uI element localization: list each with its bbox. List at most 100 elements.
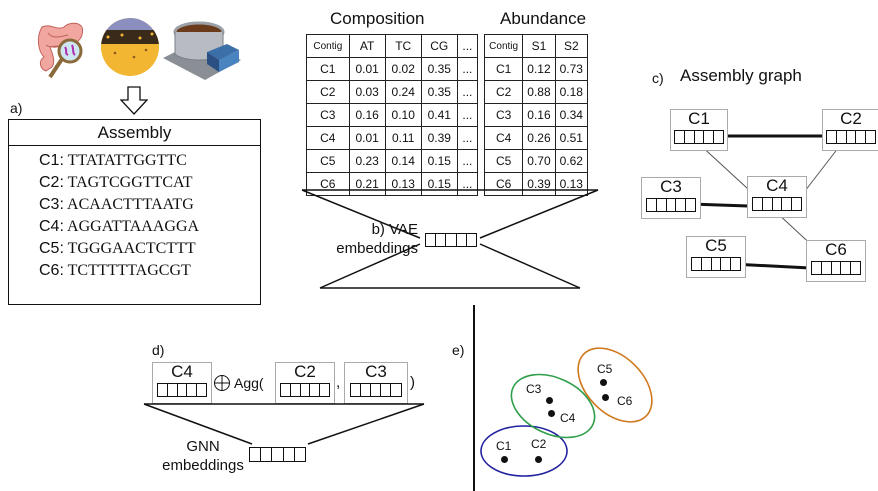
table-cell: C5 bbox=[306, 149, 350, 173]
contig-row: C2: TAGTCGGTTCAT bbox=[39, 172, 199, 194]
node-label: C4 bbox=[171, 362, 193, 381]
table-cell: 0.15 bbox=[420, 149, 458, 173]
cluster-c3-c4 bbox=[510, 373, 596, 439]
contig-row: C3: ACAACTTTAATG bbox=[39, 194, 199, 216]
embedding-vector bbox=[691, 257, 741, 271]
gnn-node-c4: C4 bbox=[152, 362, 212, 404]
table-cell: 0.03 bbox=[348, 80, 386, 104]
contig-name: C6: bbox=[39, 262, 64, 279]
graph-node-c6: C6 bbox=[806, 240, 866, 282]
gnn-caption-line2: embeddings bbox=[162, 457, 244, 474]
vae-caption-line2: embeddings bbox=[336, 240, 418, 257]
assembly-box: Assembly C1: TTATATTGGTTC C2: TAGTCGGTTC… bbox=[8, 119, 261, 305]
table-cell: ... bbox=[456, 80, 479, 104]
panel-divider bbox=[473, 305, 475, 491]
assembly-title: Assembly bbox=[9, 120, 260, 146]
table-cell: 0.39 bbox=[420, 126, 458, 150]
contig-name: C4: bbox=[39, 218, 64, 235]
column-header: TC bbox=[384, 34, 422, 58]
point-c2 bbox=[535, 456, 542, 463]
table-cell: 0.11 bbox=[384, 126, 422, 150]
table-header-row: Contig S1 S2 bbox=[483, 34, 589, 58]
contig-name: C3: bbox=[39, 196, 64, 213]
concat-operator-icon bbox=[214, 375, 230, 391]
table-cell: 0.24 bbox=[384, 80, 422, 104]
graph-node-c4: C4 bbox=[747, 176, 807, 218]
node-label: C5 bbox=[705, 236, 727, 255]
graph-node-c3: C3 bbox=[641, 177, 701, 219]
gnn-node-c3: C3 bbox=[344, 362, 408, 404]
column-header: Contig bbox=[483, 34, 524, 58]
node-label: C2 bbox=[840, 109, 862, 128]
contig-list: C1: TTATATTGGTTC C2: TAGTCGGTTCAT C3: AC… bbox=[39, 150, 199, 282]
panel-c-label: c) bbox=[652, 70, 664, 86]
table-cell: C1 bbox=[483, 57, 524, 81]
panel-a-label: a) bbox=[10, 100, 23, 116]
embedding-vector bbox=[646, 198, 696, 212]
graph-node-c2: C2 bbox=[822, 109, 878, 151]
close-paren: ) bbox=[410, 374, 415, 391]
gnn-caption-line1: GNN bbox=[186, 438, 220, 455]
point-label-c5: C5 bbox=[597, 362, 613, 376]
table-cell: 0.15 bbox=[420, 172, 458, 196]
cluster-c5-c6 bbox=[577, 347, 653, 423]
table-cell: 0.39 bbox=[522, 172, 556, 196]
point-label-c1: C1 bbox=[496, 439, 512, 453]
table-cell: 0.01 bbox=[348, 57, 386, 81]
gnn-caption: GNN embeddings bbox=[160, 437, 246, 475]
vae-caption: b) VAE embeddings bbox=[318, 220, 418, 258]
table-cell: 0.13 bbox=[554, 172, 589, 196]
gnn-embedding-vector bbox=[249, 447, 306, 462]
contig-name: C2: bbox=[39, 174, 64, 191]
agg-function-label: Agg( bbox=[234, 375, 264, 391]
table-cell: C6 bbox=[483, 172, 524, 196]
table-cell: C6 bbox=[306, 172, 350, 196]
node-label: C2 bbox=[294, 362, 316, 381]
table-cell: 0.21 bbox=[348, 172, 386, 196]
contig-sequence: AGGATTAAAGGA bbox=[67, 218, 200, 235]
gnn-node-c2: C2 bbox=[275, 362, 335, 404]
contig-sequence: TGGGAACTCTTT bbox=[67, 240, 196, 257]
vae-embedding-vector bbox=[425, 233, 477, 247]
column-header: CG bbox=[420, 34, 458, 58]
panel-e-label: e) bbox=[452, 342, 465, 358]
table-cell: 0.26 bbox=[522, 126, 556, 150]
down-arrow-icon bbox=[120, 86, 148, 115]
node-label: C3 bbox=[660, 177, 682, 196]
table-cell: C1 bbox=[306, 57, 350, 81]
point-c3 bbox=[546, 397, 553, 404]
graph-node-c5: C5 bbox=[686, 236, 746, 278]
vae-caption-line1: b) VAE bbox=[371, 221, 418, 238]
gnn-funnel bbox=[143, 403, 425, 445]
embedding-vector bbox=[826, 130, 876, 144]
point-c5 bbox=[600, 379, 607, 386]
node-label: C4 bbox=[766, 176, 788, 195]
point-label-c4: C4 bbox=[560, 411, 576, 425]
embedding-vector bbox=[752, 197, 802, 211]
table-cell: 0.16 bbox=[522, 103, 556, 127]
column-header: S1 bbox=[522, 34, 556, 58]
soil-sample-icon bbox=[101, 18, 159, 76]
contig-row: C6: TCTTTTTAGCGT bbox=[39, 260, 199, 282]
node-label: C3 bbox=[365, 362, 387, 381]
point-label-c6: C6 bbox=[617, 394, 633, 408]
cluster-c1-c2 bbox=[480, 425, 568, 477]
graph-node-c1: C1 bbox=[670, 109, 728, 151]
table-cell: C4 bbox=[483, 126, 524, 150]
embedding-vector bbox=[811, 261, 861, 275]
column-header: S2 bbox=[554, 34, 589, 58]
contig-sequence: ACAACTTTAATG bbox=[67, 196, 194, 213]
table-cell: 0.88 bbox=[522, 80, 556, 104]
embedding-vector bbox=[350, 383, 402, 397]
point-label-c3: C3 bbox=[526, 382, 542, 396]
table-cell: 0.51 bbox=[554, 126, 589, 150]
contig-row: C4: AGGATTAAAGGA bbox=[39, 216, 199, 238]
